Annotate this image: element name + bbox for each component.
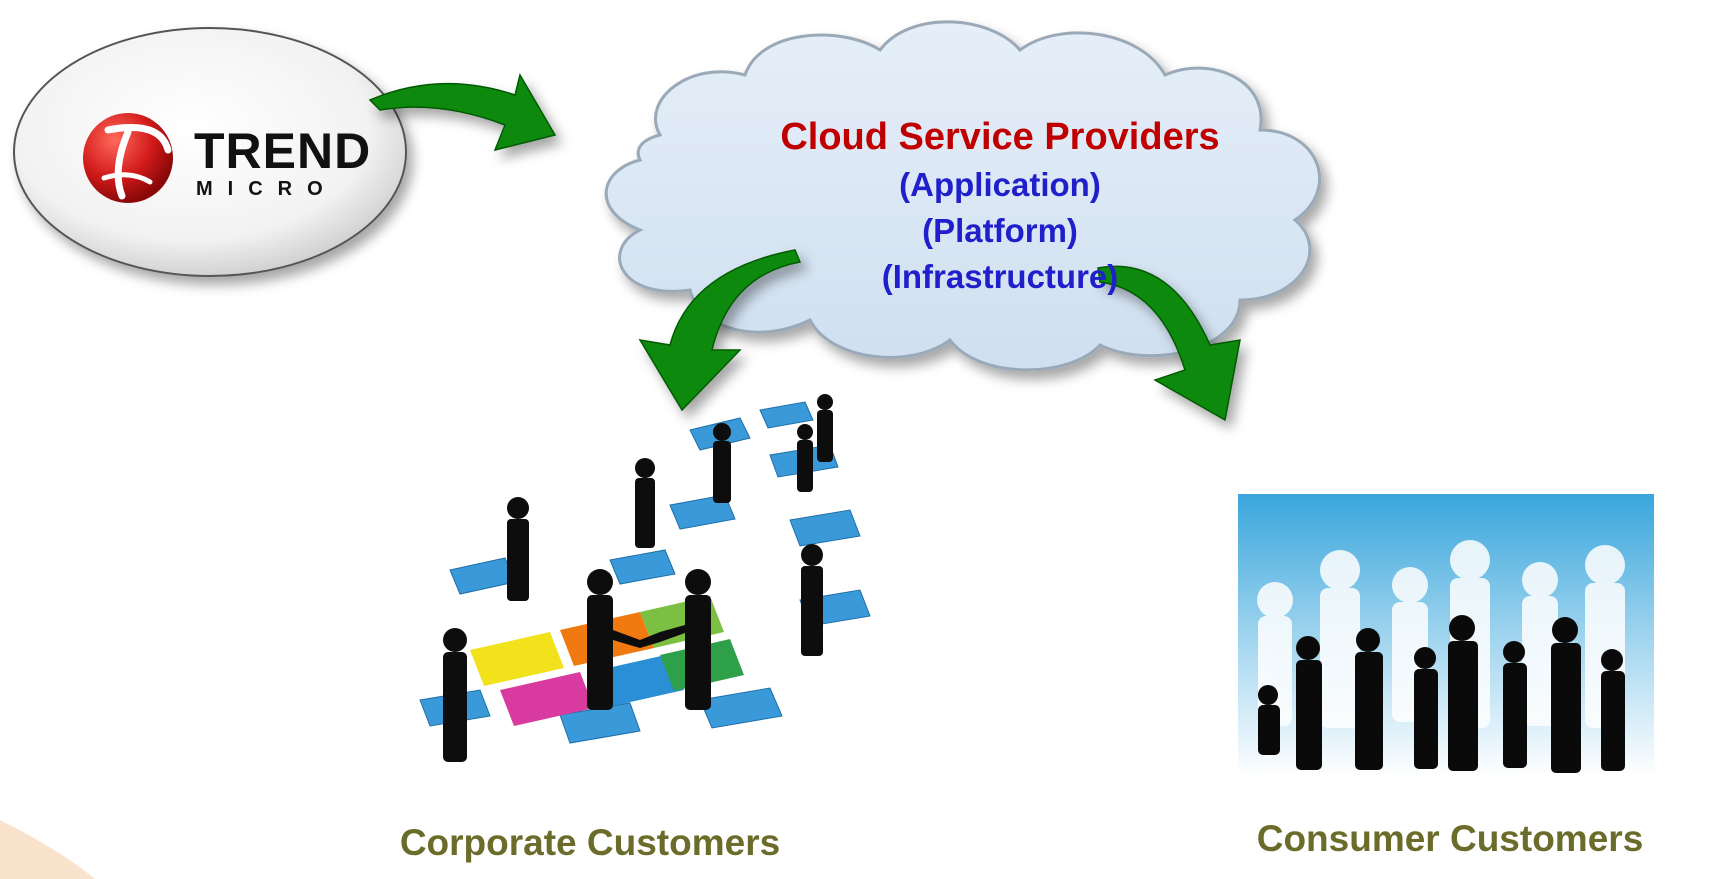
cloud-title: Cloud Service Providers: [780, 116, 1220, 158]
arrow-logo-to-cloud: [368, 73, 557, 152]
trend-micro-badge: [13, 27, 407, 277]
cloud-layer-application: (Application): [899, 166, 1101, 203]
corporate-customers-label: Corporate Customers: [399, 822, 781, 863]
corner-swoosh-icon: [0, 820, 95, 879]
arrow-cloud-to-consumer: [1097, 265, 1241, 422]
consumer-crowd-icon: [1238, 494, 1654, 776]
cloud-layer-infrastructure: (Infrastructure): [881, 258, 1119, 295]
arrow-cloud-to-corporate: [638, 249, 802, 412]
trend-micro-logo-icon: [83, 113, 173, 203]
businesspeople-puzzle-icon: [419, 394, 871, 762]
cloud-text: Cloud Service Providers (Application) (P…: [700, 112, 1300, 300]
cloud-layer-platform: (Platform): [922, 212, 1078, 249]
trend-micro-subword: MICRO: [196, 178, 338, 200]
consumer-customers-label: Consumer Customers: [1256, 818, 1644, 859]
trend-micro-wordmark: TREND: [194, 123, 372, 179]
